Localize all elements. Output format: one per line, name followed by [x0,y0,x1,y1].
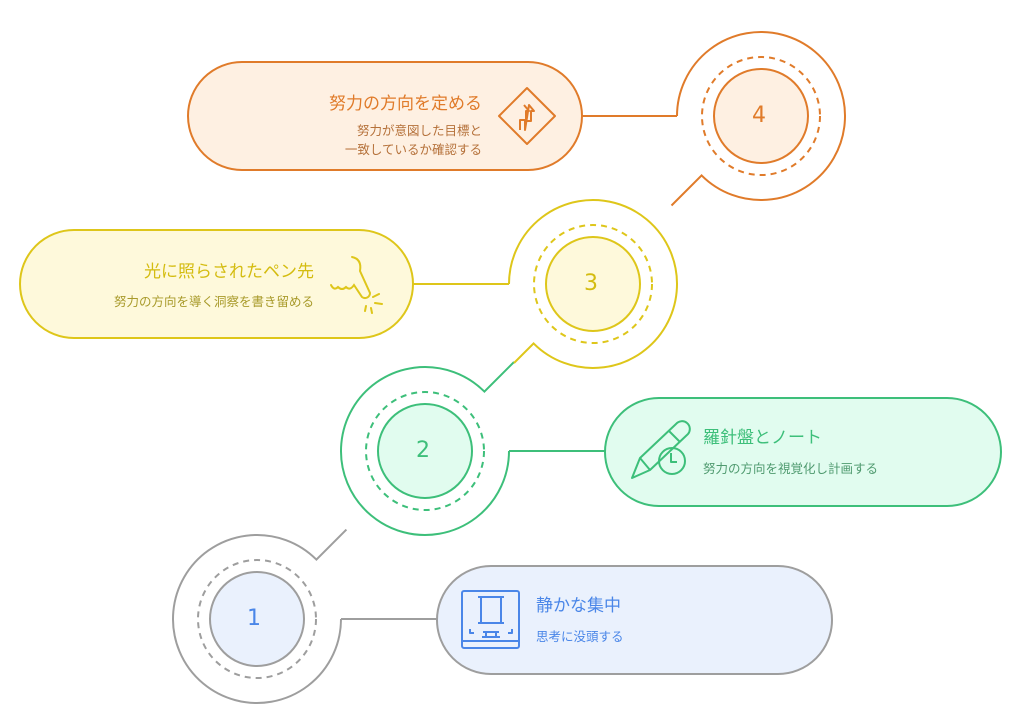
step-4-desc-line-2: 一致しているか確認する [344,142,482,157]
step-2-inner-circle [377,403,473,499]
step-3-node [19,199,678,369]
step-4-inner-circle [713,68,809,164]
step-4-outer-arc [670,31,846,207]
step-4-title: 努力の方向を定める [329,94,482,114]
step-2-desc: 努力の方向を視覚化し計画する [703,461,879,476]
step-3-dashed-ring [533,224,653,344]
step-3-number: 3 [584,271,598,296]
meditation-frame-icon [461,590,520,649]
step-1-number: 1 [247,606,261,631]
step-2-title: 羅針盤とノート [703,428,822,448]
pencil-clock-icon [631,420,691,479]
step-1-node [172,528,833,704]
step-2-dashed-ring [365,391,485,511]
step-1-title: 静かな集中 [536,596,621,616]
pen-tip-light-icon [330,256,383,314]
step-1-pill [436,565,833,675]
step-1-desc: 思考に没頭する [536,629,624,644]
step-4-dashed-ring [701,56,821,176]
step-3-inner-circle [545,236,641,332]
step-4-node [187,31,846,207]
step-4-desc-line-1: 努力が意図した目標と [356,123,482,138]
step-1-dashed-ring [197,559,317,679]
step-4-number: 4 [752,103,766,128]
direction-sign-icon [498,87,556,145]
step-2-number: 2 [416,438,430,463]
step-3-outer-arc [508,199,678,369]
step-2-node [340,361,1002,536]
step-1-outer-arc [172,528,348,704]
step-4-pill [187,61,583,171]
step-3-pill [19,229,414,339]
step-2-pill [604,397,1002,507]
step-3-title: 光に照らされたペン先 [144,262,314,282]
step-2-outer-arc [340,361,515,536]
step-1-inner-circle [209,571,305,667]
step-3-desc: 努力の方向を導く洞察を書き留める [113,294,314,309]
